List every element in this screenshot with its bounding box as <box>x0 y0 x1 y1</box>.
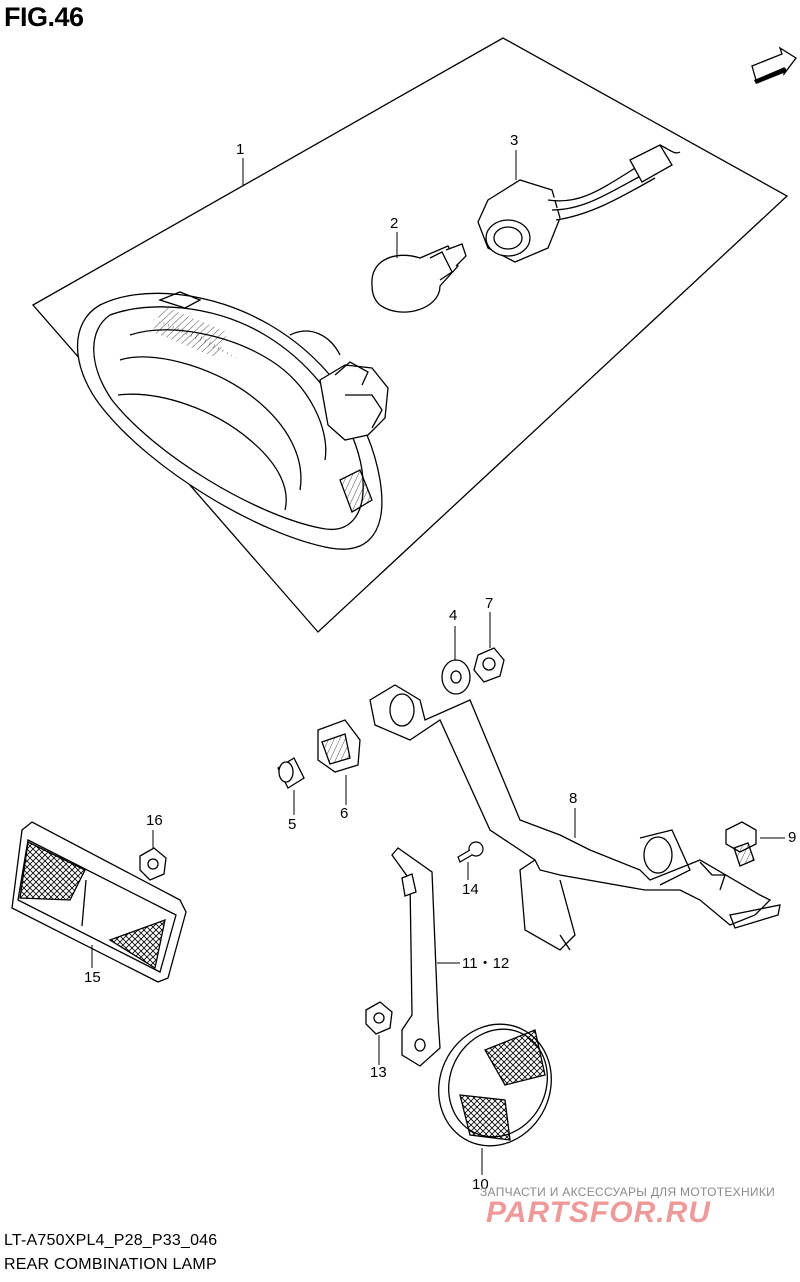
screw-14 <box>457 841 484 863</box>
callout-11-12: 11・12 <box>462 955 510 972</box>
callout-6: 6 <box>340 805 349 822</box>
watermark-tagline: ЗАПЧАСТИ И АКСЕССУАРЫ ДЛЯ МОТОТЕХНИКИ <box>480 1185 776 1199</box>
callout-14: 14 <box>462 881 479 898</box>
lamp-housing <box>76 291 389 550</box>
model-code: LT-A750XPL4_P28_P33_046 <box>4 1232 218 1249</box>
leader-lines <box>91 150 785 1175</box>
bulb <box>371 243 467 313</box>
nut-16 <box>139 847 167 881</box>
callout-15: 15 <box>84 969 101 986</box>
diagram-caption: REAR COMBINATION LAMP <box>4 1256 217 1273</box>
callout-1: 1 <box>236 141 245 158</box>
grommet <box>317 719 361 773</box>
callout-13: 13 <box>370 1064 387 1081</box>
callout-10: 10 <box>472 1176 489 1193</box>
round-reflector <box>438 1023 552 1147</box>
nut-13 <box>365 1001 393 1035</box>
callout-3: 3 <box>510 132 519 149</box>
callout-8: 8 <box>569 790 578 807</box>
callout-7: 7 <box>485 595 494 612</box>
callout-9: 9 <box>788 829 797 846</box>
side-reflector <box>11 821 187 983</box>
callout-2: 2 <box>390 215 399 232</box>
figure-title: FIG.46 <box>4 2 84 32</box>
watermark-logo: PARTSFOR.RU <box>486 1196 711 1229</box>
reflector-stay <box>391 847 441 1067</box>
callout-4: 4 <box>449 607 458 624</box>
nut-7 <box>473 647 505 683</box>
bolt-9 <box>725 821 757 867</box>
fwd-arrow-icon <box>751 46 797 84</box>
callout-16: 16 <box>146 812 163 829</box>
assembly-box <box>31 37 789 633</box>
bracket <box>369 684 781 951</box>
collar <box>277 757 305 789</box>
washer <box>441 659 471 695</box>
socket <box>477 144 681 263</box>
callout-5: 5 <box>288 816 297 833</box>
